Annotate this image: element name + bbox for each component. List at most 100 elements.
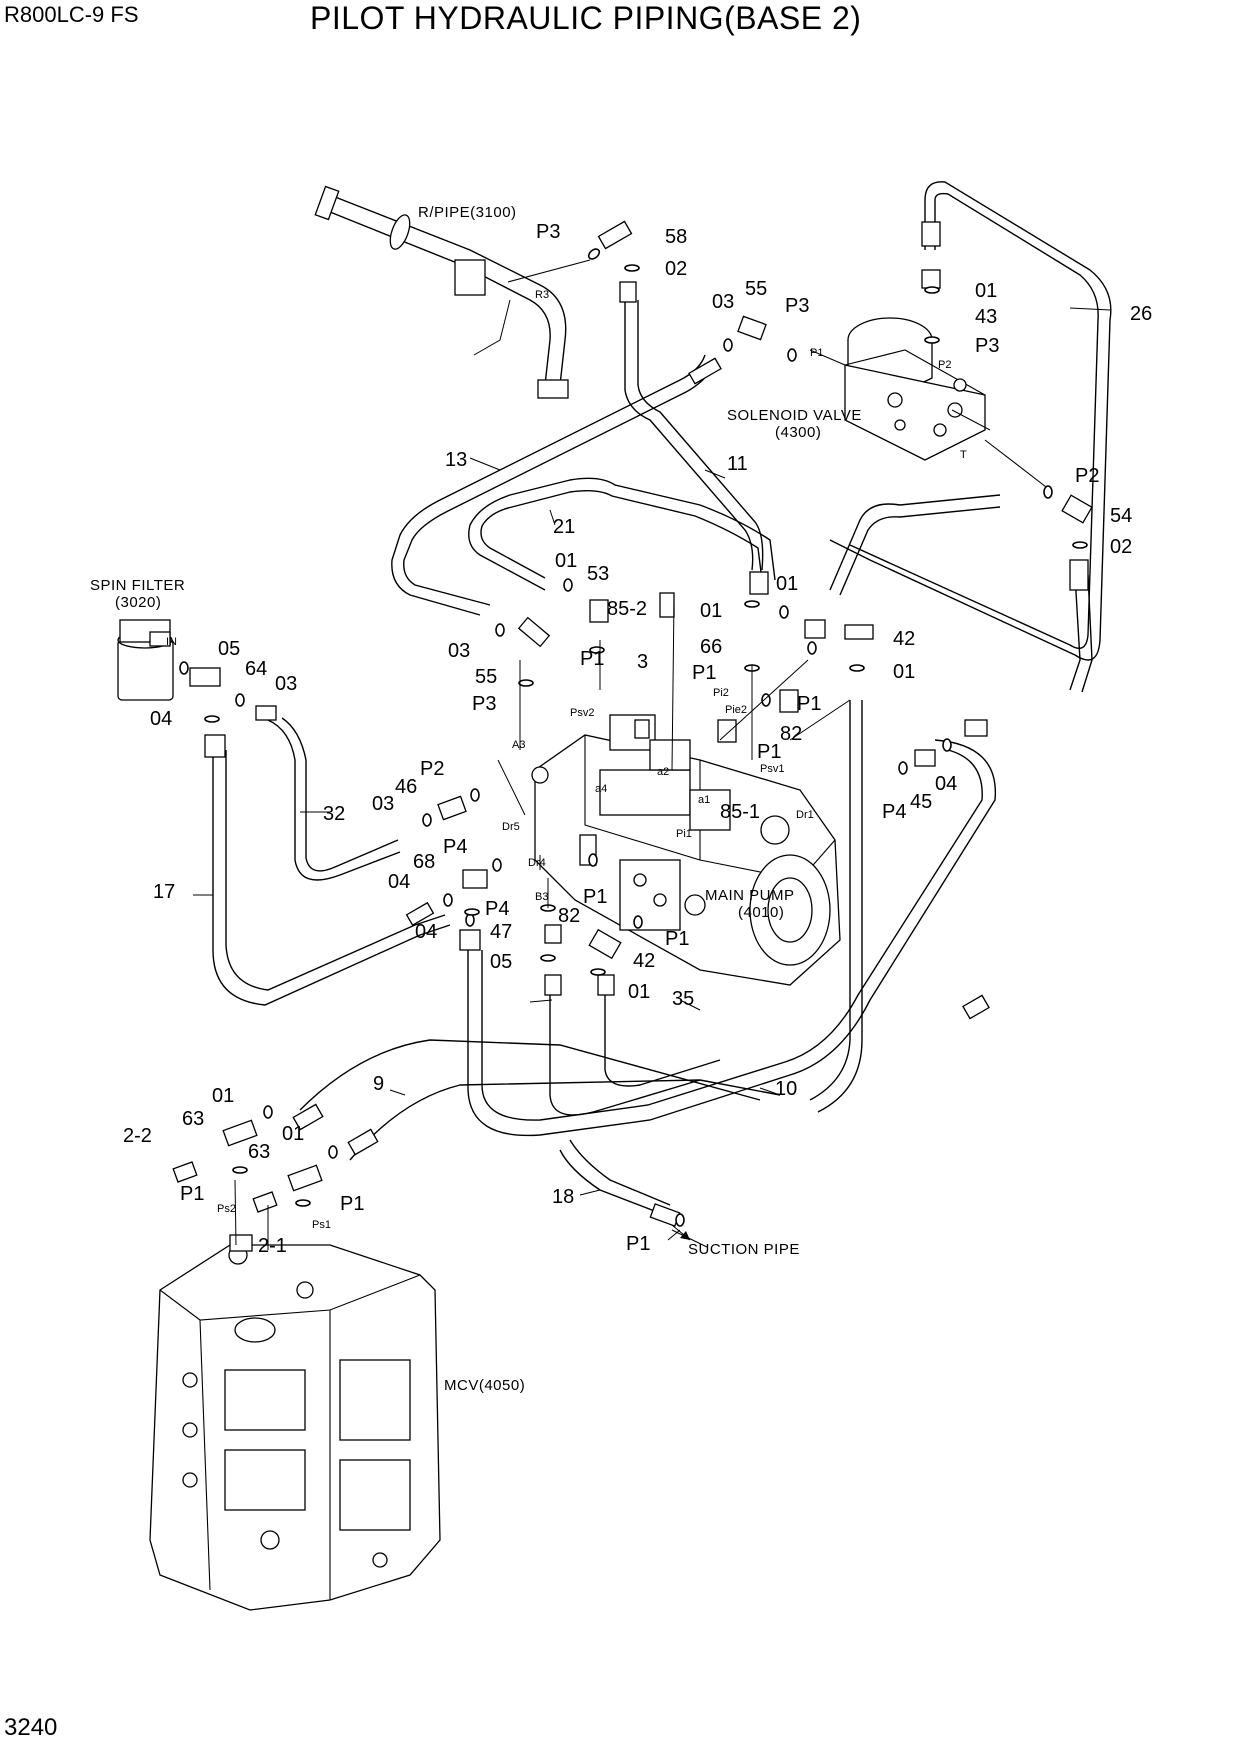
callout-82: 82 — [558, 905, 580, 927]
callout-55: 55 — [475, 666, 497, 688]
callout-03: 03 — [275, 673, 297, 695]
callout-2-2: 2-2 — [123, 1125, 152, 1147]
callout-68: 68 — [413, 851, 435, 873]
callout-82: 82 — [780, 723, 802, 745]
callout-01: 01 — [212, 1085, 234, 1107]
callout-04: 04 — [415, 921, 437, 943]
callout-02: 02 — [665, 258, 687, 280]
callout-13: 13 — [445, 449, 467, 471]
callout-04: 04 — [388, 871, 410, 893]
callout-3: 3 — [637, 651, 648, 673]
port-pi2: Pi2 — [713, 687, 729, 699]
callout-p1: P1 — [626, 1233, 650, 1255]
port-dr4: Dr4 — [528, 857, 546, 869]
callout-58: 58 — [665, 226, 687, 248]
callout-63: 63 — [182, 1108, 204, 1130]
callout-p2: P2 — [420, 758, 444, 780]
callout-01: 01 — [776, 573, 798, 595]
callout-46: 46 — [395, 776, 417, 798]
callout-p1: P1 — [583, 886, 607, 908]
callout-p4: P4 — [443, 836, 467, 858]
callout-p4: P4 — [485, 898, 509, 920]
r-pipe-caption: R/PIPE(3100) — [418, 204, 517, 221]
port-psv1: Psv1 — [760, 763, 784, 775]
callout-53: 53 — [587, 563, 609, 585]
callout-2-1: 2-1 — [258, 1235, 287, 1257]
callout-p1: P1 — [797, 693, 821, 715]
callout-17: 17 — [153, 881, 175, 903]
callout-p1: P1 — [692, 662, 716, 684]
callout-p1: P1 — [665, 928, 689, 950]
model-code: R800LC-9 FS — [4, 2, 139, 27]
callout-9: 9 — [373, 1073, 384, 1095]
callout-01: 01 — [893, 661, 915, 683]
callout-42: 42 — [893, 628, 915, 650]
callout-85-1: 85-1 — [720, 801, 760, 823]
callout-26: 26 — [1130, 303, 1152, 325]
callout-p4: P4 — [882, 801, 906, 823]
callout-p3: P3 — [536, 221, 560, 243]
page-title: PILOT HYDRAULIC PIPING(BASE 2) — [310, 0, 862, 36]
callout-p3: P3 — [975, 335, 999, 357]
solenoid-valve-number: (4300) — [775, 424, 821, 441]
port-p2-solenoid: P2 — [938, 359, 951, 371]
callout-18: 18 — [552, 1186, 574, 1208]
port-a1: a1 — [698, 794, 710, 806]
callout-54: 54 — [1110, 505, 1132, 527]
main-pump-number: (4010) — [738, 904, 784, 921]
callout-35: 35 — [672, 988, 694, 1010]
callout-p1: P1 — [580, 648, 604, 670]
callout-03: 03 — [372, 793, 394, 815]
port-ps1: Ps1 — [312, 1219, 331, 1231]
callout-05: 05 — [490, 951, 512, 973]
callout-01: 01 — [975, 280, 997, 302]
callout-32: 32 — [323, 803, 345, 825]
suction-arrow — [671, 1224, 691, 1241]
callout-04: 04 — [935, 773, 957, 795]
port-p1-solenoid: P1 — [810, 347, 823, 359]
callout-85-2: 85-2 — [607, 598, 647, 620]
callout-66: 66 — [700, 636, 722, 658]
port-labels: R3 P1 P2 T IN A3 B3 Psv2 Psv1 Pi2 Pie2 a… — [166, 289, 967, 1231]
port-b3: B3 — [535, 891, 548, 903]
callout-47: 47 — [490, 921, 512, 943]
callout-p3: P3 — [785, 295, 809, 317]
callout-03: 03 — [448, 640, 470, 662]
main-pump-caption: MAIN PUMP — [705, 887, 795, 904]
port-psv2: Psv2 — [570, 707, 594, 719]
port-pi1: Pi1 — [676, 828, 692, 840]
callout-p2: P2 — [1075, 465, 1099, 487]
spin-filter — [117, 619, 174, 701]
port-in-filter: IN — [166, 636, 177, 648]
port-a3: A3 — [512, 739, 525, 751]
callout-01: 01 — [555, 550, 577, 572]
callout-05: 05 — [218, 638, 240, 660]
port-ps2: Ps2 — [217, 1203, 236, 1215]
callout-03: 03 — [712, 291, 734, 313]
callout-p3: P3 — [472, 693, 496, 715]
page-number: 3240 — [4, 1714, 58, 1741]
callout-21: 21 — [553, 516, 575, 538]
port-a2: a2 — [657, 766, 669, 778]
callout-64: 64 — [245, 658, 267, 680]
callout-55: 55 — [745, 278, 767, 300]
o-rings — [179, 248, 1088, 1227]
port-pie2: Pie2 — [725, 704, 747, 716]
r-pipe-assembly — [314, 185, 591, 399]
leader-lines — [193, 299, 1111, 1250]
callout-01: 01 — [628, 981, 650, 1003]
solenoid-valve-caption: SOLENOID VALVE — [727, 407, 862, 424]
port-dr1: Dr1 — [796, 809, 814, 821]
component-captions: R/PIPE(3100) SOLENOID VALVE (4300) SPIN … — [90, 204, 862, 1394]
callout-11: 11 — [727, 453, 748, 475]
callout-43: 43 — [975, 306, 997, 328]
spin-filter-number: (3020) — [115, 594, 161, 611]
callout-42: 42 — [633, 950, 655, 972]
port-r3: R3 — [535, 289, 549, 301]
callout-p1: P1 — [340, 1193, 364, 1215]
port-dr5: Dr5 — [502, 821, 520, 833]
callout-04: 04 — [150, 708, 172, 730]
callout-p1: P1 — [180, 1183, 204, 1205]
part-callouts: 58 P3 02 01 43 P3 26 03 55 P3 13 11 P2 5… — [123, 221, 1152, 1257]
